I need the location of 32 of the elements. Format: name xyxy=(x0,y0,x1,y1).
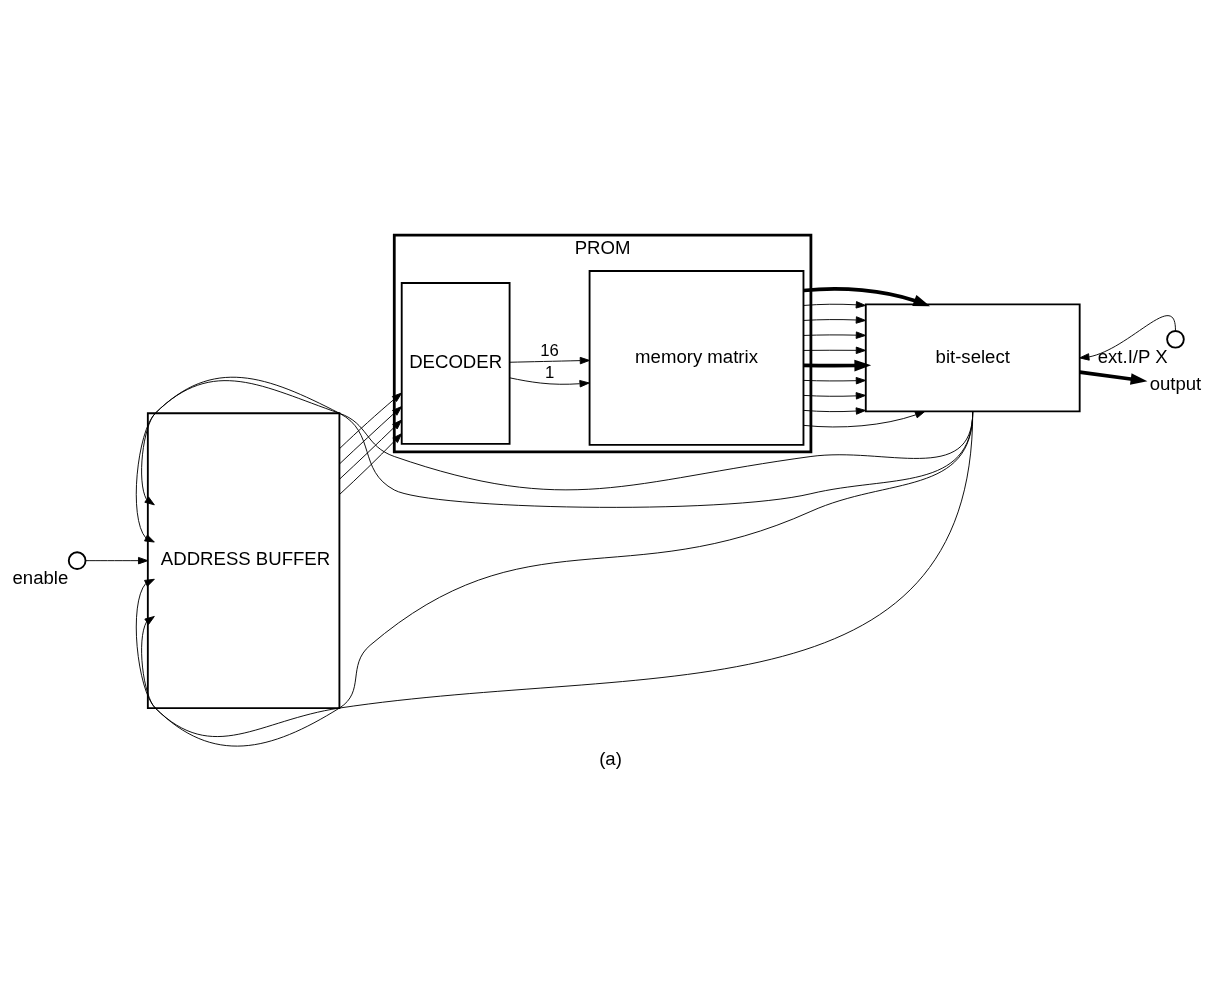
arrow xyxy=(803,410,926,427)
arrow xyxy=(141,379,974,505)
arrow xyxy=(1079,369,1148,385)
arrow xyxy=(803,346,867,354)
arrow xyxy=(803,406,867,415)
arrow xyxy=(339,392,403,449)
node-label: ext.I/P X xyxy=(1097,345,1168,367)
arrow xyxy=(135,376,974,542)
arrow xyxy=(803,330,867,339)
arrow xyxy=(803,300,867,309)
arrow xyxy=(509,376,590,387)
node-box: bit-select xyxy=(864,303,1081,412)
arrow xyxy=(803,359,872,371)
arrow xyxy=(339,405,403,464)
arrow xyxy=(85,556,149,564)
caption: (a) xyxy=(599,747,622,769)
node-circle xyxy=(67,550,87,570)
arrow xyxy=(339,419,403,480)
arrow xyxy=(803,391,867,400)
edge-label: 16 xyxy=(540,340,559,360)
arrow xyxy=(803,376,867,384)
arrow xyxy=(339,432,403,495)
arrow xyxy=(1079,314,1176,361)
node-circle xyxy=(1166,329,1185,349)
node-box: memory matrix xyxy=(588,269,805,446)
arrow xyxy=(509,356,590,364)
node-text: output xyxy=(1149,372,1202,394)
arrow xyxy=(803,315,867,324)
arrow xyxy=(803,286,931,306)
node-label: enable xyxy=(12,566,69,588)
edge-label: 1 xyxy=(544,362,555,382)
node-box: DECODER xyxy=(400,281,511,445)
